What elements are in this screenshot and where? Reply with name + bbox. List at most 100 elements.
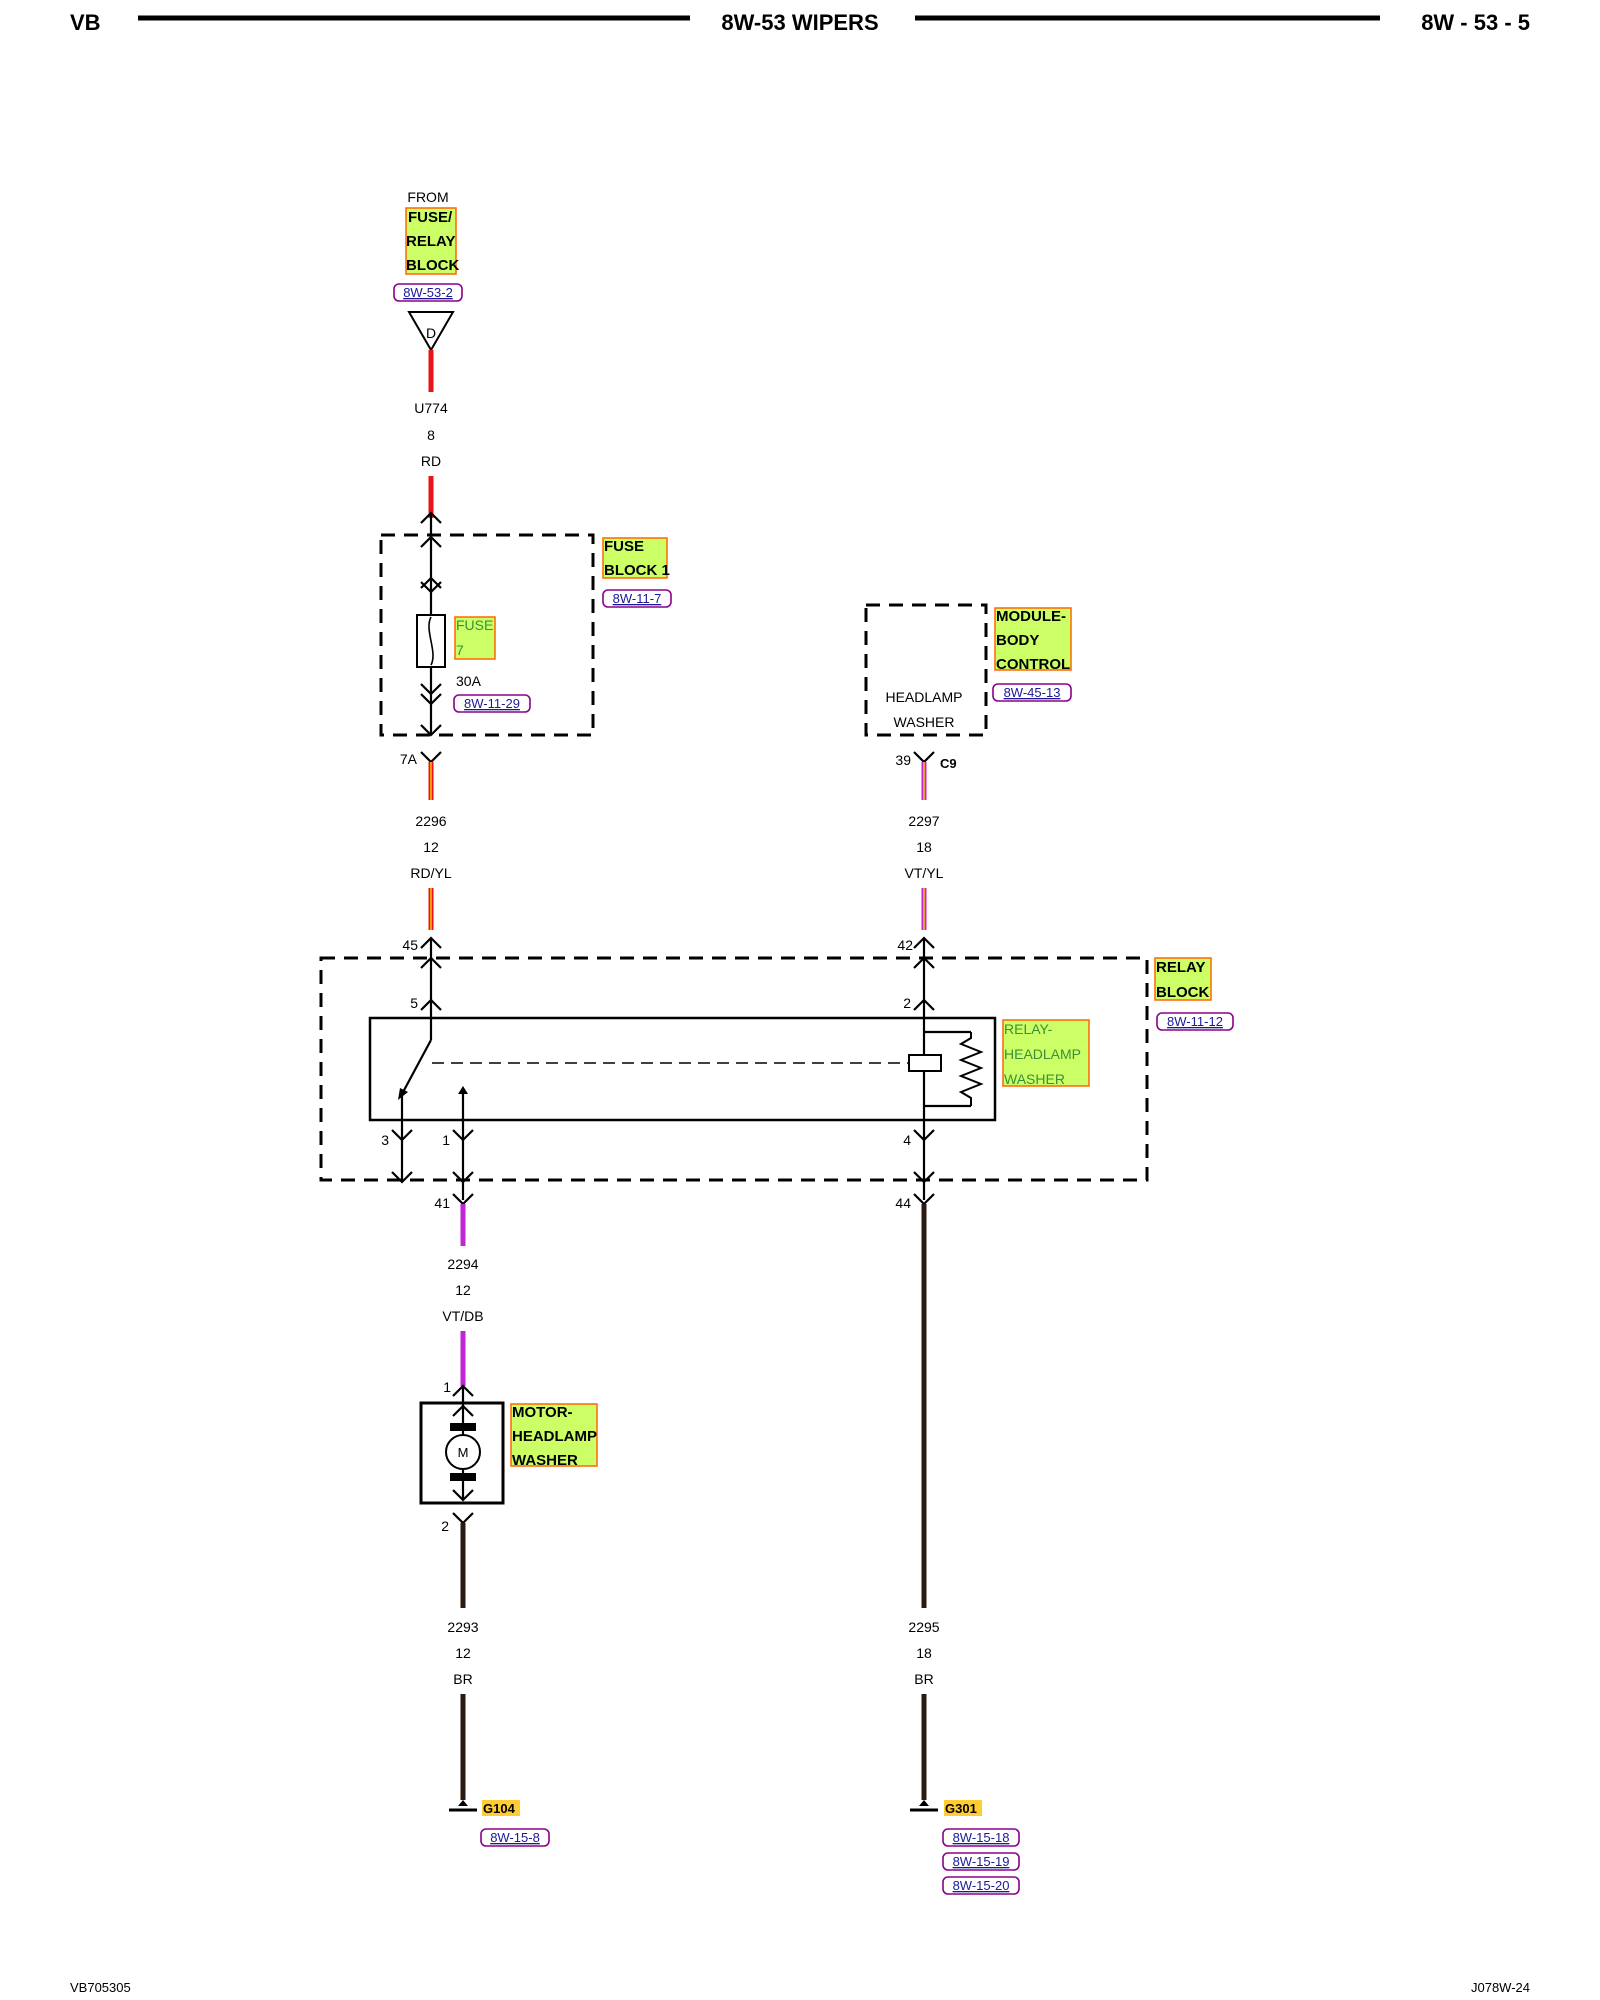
fuse-ref-link[interactable]: 8W-11-29	[464, 696, 520, 711]
wire-2297-color: VT/YL	[905, 865, 944, 881]
wire-2293-gauge: 12	[455, 1645, 471, 1661]
wire-2296: 2296 12 RD/YL	[410, 762, 452, 930]
module-name-line-1: MODULE-	[996, 608, 1066, 625]
relay-block: 45 42 RELAY BLOCK 8W-11-12 5 2 RELAY- HE…	[319, 936, 1234, 1211]
fuse-block-out-pin: 7A	[400, 751, 418, 767]
ground-g301-ref-box-1[interactable]	[942, 1828, 1020, 1847]
relay-headlamp-washer-body	[368, 1016, 997, 1122]
motor-name-line-2: HEADLAMP	[512, 1428, 597, 1445]
relay-name-highlight	[1002, 1019, 1090, 1087]
ground-g104-ref-box[interactable]	[480, 1828, 550, 1847]
ground-g104: G104 8W-15-8	[449, 1800, 550, 1847]
motor-pin-top: 1	[443, 1379, 451, 1395]
relay-pin-2: 2	[903, 995, 911, 1011]
motor-icon	[445, 1434, 481, 1470]
relay-block-pin-in-left: 45	[402, 937, 418, 953]
wire-2294: 2294 12 VT/DB	[442, 1204, 484, 1386]
wire-2295-gauge: 18	[916, 1645, 932, 1661]
motor-pin-bottom: 2	[441, 1518, 449, 1534]
page-header: VB 8W-53 WIPERS 8W - 53 - 5	[70, 10, 1530, 35]
fuse-label-line-2: 7	[456, 642, 464, 658]
wire-2295: 2295 18 BR	[908, 1204, 940, 1800]
ground-g104-ref-link[interactable]: 8W-15-8	[490, 1830, 540, 1845]
ground-g301-ref-box-2[interactable]	[942, 1852, 1020, 1871]
relay-name-line-3: WASHER	[1004, 1071, 1065, 1087]
wire-u774: U774 8 RD	[414, 350, 448, 518]
page-footer: VB705305 J078W-24	[70, 1980, 1530, 1995]
ground-g301-ref-link-2[interactable]: 8W-15-19	[953, 1854, 1010, 1869]
motor-name-line-1: MOTOR-	[512, 1404, 573, 1421]
ground-g301-ref-link-3[interactable]: 8W-15-20	[953, 1878, 1010, 1893]
relay-block-pin-in-right: 42	[897, 937, 913, 953]
relay-switch-icon	[398, 1018, 468, 1120]
wire-2297-circuit: 2297	[908, 813, 939, 829]
wire-u774-color: RD	[421, 453, 441, 469]
fuse-block-outline	[379, 533, 595, 737]
module-pin: 39	[895, 752, 911, 768]
motor-symbol: M	[458, 1445, 469, 1460]
relay-name-line-1: RELAY-	[1004, 1021, 1053, 1037]
module-inner-line-1: HEADLAMP	[885, 689, 962, 705]
wire-u774-gauge: 8	[427, 427, 435, 443]
connector-triangle-icon	[407, 311, 455, 352]
source-ref-link[interactable]: 8W-53-2	[403, 285, 453, 300]
relay-block-name-line-2: BLOCK	[1156, 984, 1209, 1001]
module-name-highlight	[994, 607, 1072, 671]
ground-g301-label: G301	[945, 1801, 977, 1816]
wire-2295-circuit: 2295	[908, 1619, 939, 1635]
fuse-rating: 30A	[456, 673, 482, 689]
relay-pin-5: 5	[410, 995, 418, 1011]
module-name-line-3: CONTROL	[996, 656, 1070, 673]
relay-block-ref-link[interactable]: 8W-11-12	[1167, 1014, 1223, 1029]
wire-2297-gauge: 18	[916, 839, 932, 855]
module-ref-link[interactable]: 8W-45-13	[1004, 685, 1061, 700]
module-inner-line-2: WASHER	[894, 714, 955, 730]
source-name-line-2: RELAY	[406, 233, 455, 250]
wire-2295-color: BR	[914, 1671, 933, 1687]
ground-g301-ref-box-3[interactable]	[942, 1876, 1020, 1895]
wire-2294-color: VT/DB	[442, 1308, 483, 1324]
motor-name-highlight	[510, 1403, 598, 1467]
fuse-label-highlight	[454, 616, 496, 660]
wire-2293: 2293 12 BR	[447, 1523, 479, 1800]
relay-pin-1: 1	[442, 1132, 450, 1148]
relay-block-name-line-1: RELAY	[1156, 959, 1205, 976]
fuse-block-name-highlight	[602, 537, 668, 579]
ground-g301-ref-link-1[interactable]: 8W-15-18	[953, 1830, 1010, 1845]
fuse-ref-box[interactable]	[453, 694, 531, 713]
header-page-number: 8W - 53 - 5	[1421, 10, 1530, 35]
wire-2294-gauge: 12	[455, 1282, 471, 1298]
wire-2293-circuit: 2293	[447, 1619, 478, 1635]
relay-block-pin-out-right: 44	[895, 1195, 911, 1211]
fuse-block-name-line-2: BLOCK 1	[604, 562, 670, 579]
fuse-block-name-line-1: FUSE	[604, 538, 644, 555]
relay-coil-icon	[908, 1018, 984, 1120]
relay-block-outline	[319, 956, 1149, 1182]
source-connector-letter: D	[426, 325, 436, 341]
module-ref-box[interactable]	[992, 683, 1072, 702]
source-fuse-relay-block: FROM FUSE/ RELAY BLOCK 8W-53-2 D	[393, 189, 463, 352]
relay-block-name-highlight	[1154, 957, 1212, 1001]
module-name-line-2: BODY	[996, 632, 1039, 649]
relay-pin-3: 3	[381, 1132, 389, 1148]
relay-name-line-2: HEADLAMP	[1004, 1046, 1081, 1062]
ground-g104-label: G104	[483, 1801, 516, 1816]
ground-g301: G301 8W-15-18 8W-15-19 8W-15-20	[910, 1800, 1020, 1895]
source-name-line-1: FUSE/	[408, 209, 453, 226]
wire-2296-color: RD/YL	[410, 865, 451, 881]
wire-2296-gauge: 12	[423, 839, 439, 855]
motor-name-line-3: WASHER	[512, 1452, 578, 1469]
module-outline	[864, 603, 988, 737]
relay-pin-4: 4	[903, 1132, 911, 1148]
fuse-block-ref-box[interactable]	[602, 589, 672, 608]
source-name-line-3: BLOCK	[406, 257, 459, 274]
page-title: 8W-53 WIPERS	[721, 10, 878, 35]
fuse-block-ref-link[interactable]: 8W-11-7	[613, 591, 662, 606]
relay-block-ref-box[interactable]	[1156, 1012, 1234, 1031]
module-body-control: HEADLAMP WASHER MODULE- BODY CONTROL 8W-…	[864, 603, 1072, 771]
wire-2293-color: BR	[453, 1671, 472, 1687]
fuse-label-line-1: FUSE	[456, 617, 493, 633]
module-connector: C9	[940, 756, 957, 771]
source-ref-box[interactable]	[393, 283, 463, 302]
